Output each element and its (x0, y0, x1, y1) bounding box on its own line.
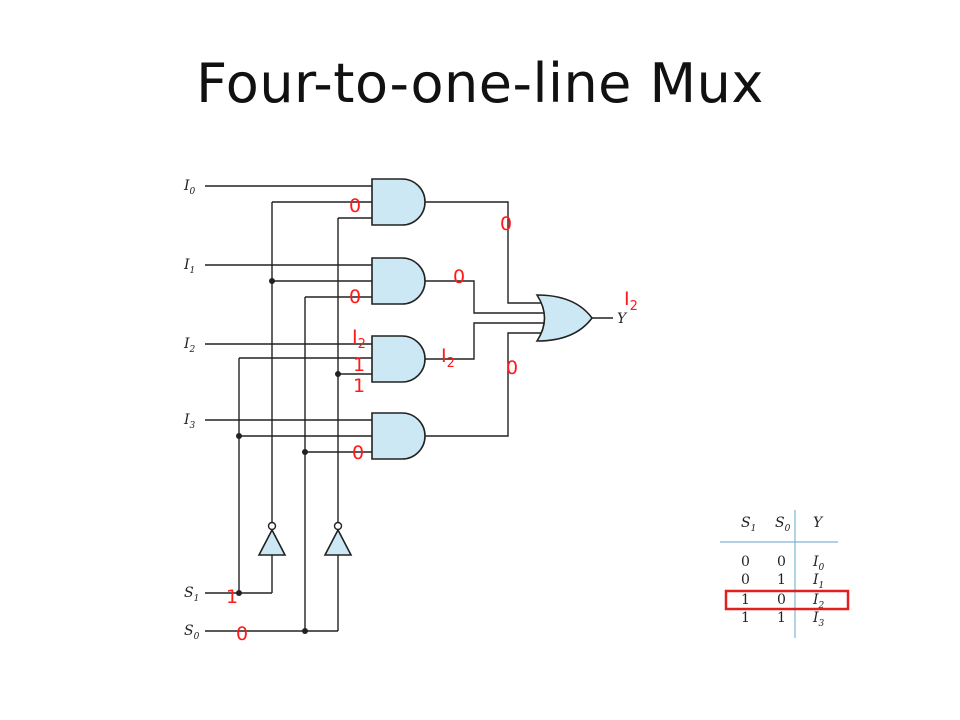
svg-text:1: 1 (777, 610, 786, 626)
label-i0: I0 (183, 178, 196, 197)
tt-row-2: 1 0 I2 (741, 592, 825, 611)
select-wires (205, 201, 372, 632)
svg-text:0: 0 (741, 572, 750, 588)
tt-row-1: 0 1 I1 (741, 572, 824, 591)
label-y: Y (617, 311, 628, 327)
annotation-out3: 0 (506, 357, 518, 379)
annotation-g3: 0 (352, 442, 364, 464)
svg-text:0: 0 (777, 592, 786, 608)
tt-highlight-box (724, 589, 850, 611)
svg-text:I1: I1 (812, 572, 824, 591)
annotation-out0: 0 (500, 213, 512, 235)
annotation-g2-s0: 1 (353, 375, 365, 397)
inverter-s0 (323, 521, 353, 556)
annotation-s0: 0 (236, 623, 248, 645)
and-output-wires (425, 201, 548, 437)
signal-annotations: 0 0 I2 1 1 0 0 0 I2 0 I2 1 0 (226, 195, 638, 645)
annotation-g2-s1: 1 (353, 354, 365, 376)
label-i3: I3 (183, 412, 196, 431)
svg-text:I0: I0 (812, 554, 825, 573)
junction-dots (236, 278, 341, 634)
svg-text:0: 0 (741, 554, 750, 570)
annotation-g2-i2: I2 (352, 326, 366, 352)
and-gate-0 (371, 178, 426, 226)
annotation-y: I2 (624, 288, 638, 314)
tt-row-3: 1 1 I3 (741, 610, 825, 629)
tt-header-y: Y (813, 515, 824, 531)
svg-text:0: 0 (777, 554, 786, 570)
and-gate-2 (371, 335, 426, 383)
annotation-g0: 0 (349, 195, 361, 217)
svg-text:I2: I2 (812, 592, 825, 611)
svg-text:1: 1 (741, 592, 750, 608)
inverter-s1 (257, 521, 287, 556)
svg-text:1: 1 (777, 572, 786, 588)
label-s0: S0 (184, 623, 200, 642)
svg-text:I3: I3 (812, 610, 825, 629)
truth-table: S1 S0 Y 0 0 I0 0 1 I1 1 0 I2 1 1 I3 (720, 510, 850, 638)
and-gate-3 (371, 412, 426, 460)
label-i2: I2 (183, 336, 196, 355)
tt-header-s0: S0 (775, 515, 791, 534)
tt-header-s1: S1 (741, 515, 756, 534)
label-s1: S1 (184, 585, 199, 604)
tt-row-0: 0 0 I0 (741, 554, 825, 573)
annotation-out2: I2 (441, 345, 455, 371)
svg-text:1: 1 (741, 610, 750, 626)
slide-title: Four-to-one-line Mux (196, 52, 764, 115)
data-input-wires (205, 185, 372, 421)
and-gate-1 (371, 257, 426, 305)
annotation-out1: 0 (453, 266, 465, 288)
label-i1: I1 (183, 257, 195, 276)
circuit-labels: I0 I1 I2 I3 S1 S0 Y (183, 178, 628, 642)
or-gate (535, 294, 593, 342)
annotation-g1: 0 (349, 286, 361, 308)
annotation-s1: 1 (226, 586, 238, 608)
